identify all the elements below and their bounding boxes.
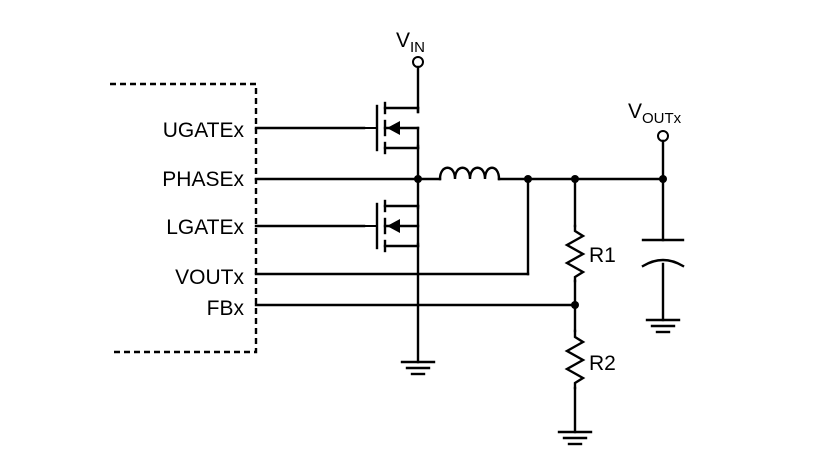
svg-text:VOUTx: VOUTx (628, 100, 682, 127)
pin-label-ugate: UGATEx (163, 119, 245, 142)
resistor-r2 (564, 329, 586, 390)
ground-symbol-divider (557, 430, 593, 446)
wires (254, 65, 665, 434)
vin-label: VIN (396, 29, 425, 56)
pin-label-vout: VOUTx (175, 266, 244, 289)
ground-symbol-mosfet (400, 360, 436, 376)
r1-label: R1 (589, 244, 616, 267)
controller-ic-outline (110, 82, 258, 354)
pin-label-fb: FBx (207, 297, 245, 320)
resistor-r1 (564, 224, 586, 283)
r2-label: R2 (589, 352, 616, 375)
inductor (438, 166, 501, 181)
vin-terminal (412, 56, 424, 68)
svg-text:VIN: VIN (396, 29, 425, 56)
pin-label-phase: PHASEx (162, 168, 244, 191)
high-side-mosfet (364, 101, 420, 155)
vout-terminal (657, 130, 669, 142)
pin-label-lgate: LGATEx (166, 216, 244, 239)
ground-symbol-capacitor (645, 318, 681, 334)
vout-label: VOUTx (628, 100, 682, 127)
junction-dots (414, 175, 667, 309)
output-capacitor (641, 238, 685, 268)
low-side-mosfet (364, 199, 420, 253)
